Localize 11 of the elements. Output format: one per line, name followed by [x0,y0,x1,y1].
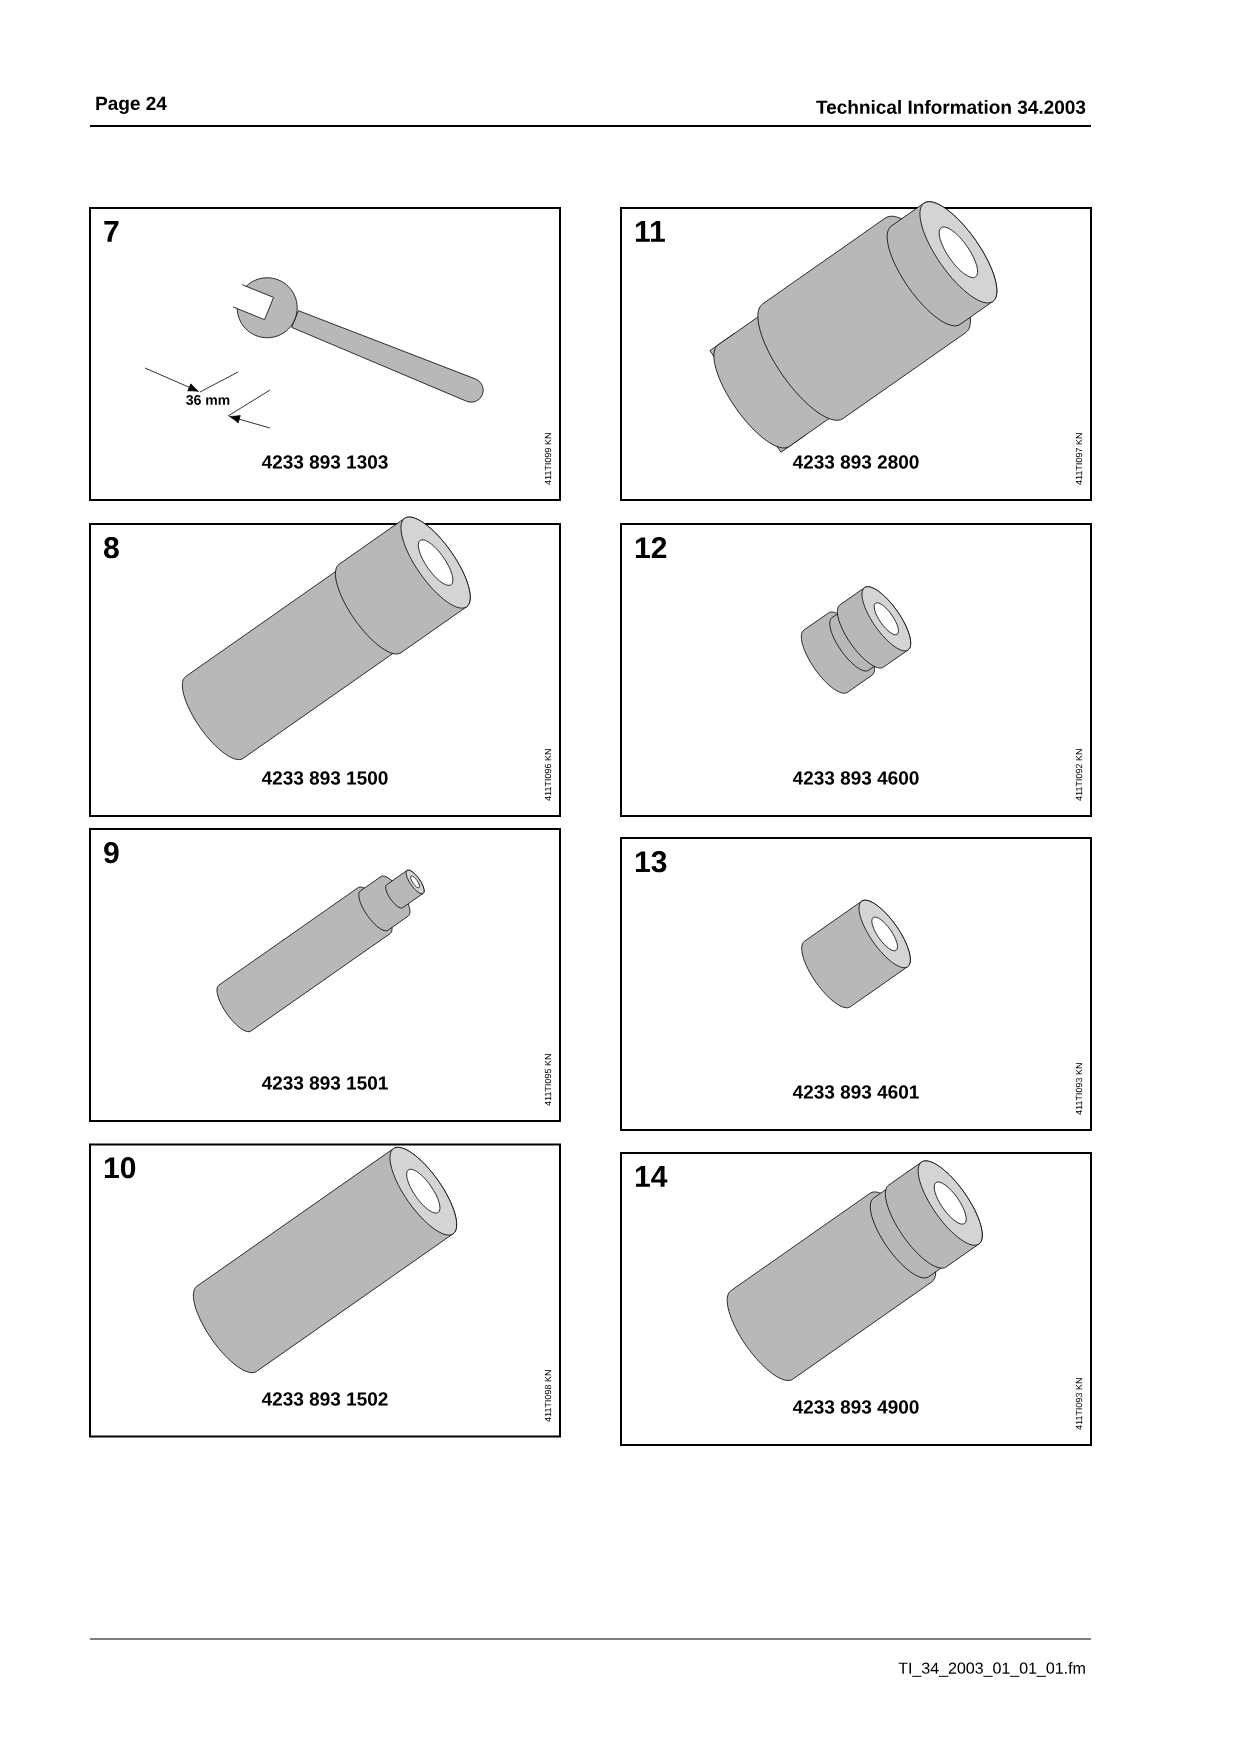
tool-panel: 10 4233 893 1502 411TI098 KN [89,1143,561,1438]
dimension-label: 36 mm [186,395,230,405]
tool-panel: 13 4233 893 4601 411TI093 KN [620,837,1092,1131]
file-name: TI_34_2003_01_01_01.fm [898,1662,1085,1677]
page-number: Page 24 [96,96,167,114]
tool-panel: 11 4233 893 2800 411TI097 KN [620,207,1092,501]
header-title: Technical Information 34.2003 [816,99,1086,114]
tool-panel: 14 4233 893 4900 411TI093 KN [620,1152,1092,1446]
tool-panel: 9 4233 893 1501 411TI095 KN [89,828,561,1122]
tool-panel: 12 4233 893 4600 411TI092 KN [620,523,1092,817]
tool-panel: 8 4233 893 1500 411TI096 KN [89,523,561,817]
